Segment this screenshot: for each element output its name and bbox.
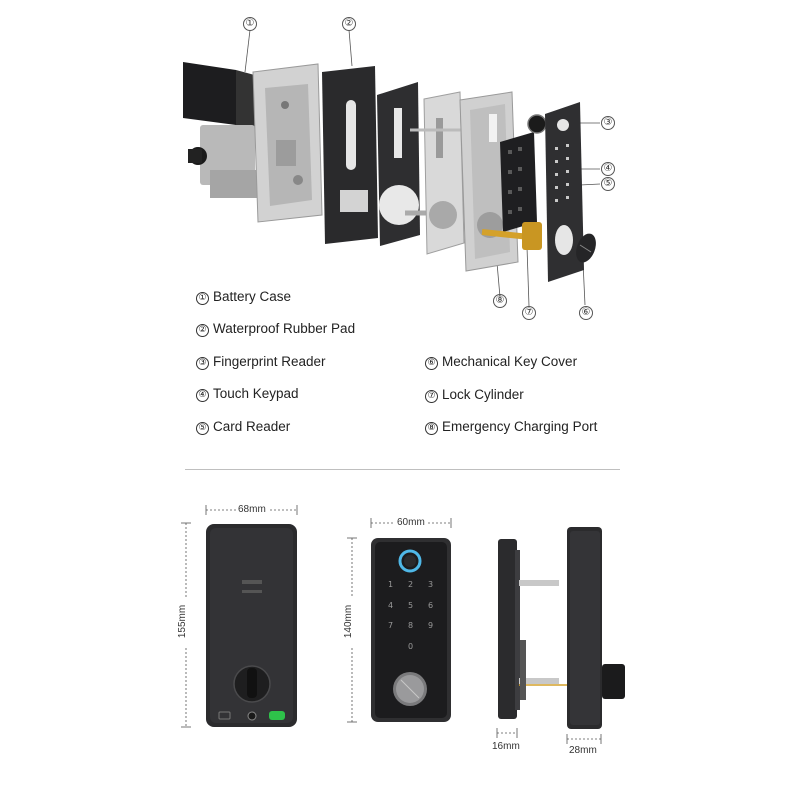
metal-plate-part bbox=[410, 91, 465, 255]
key-7[interactable]: 7 bbox=[388, 621, 394, 630]
dimension-side-front-depth: 16mm bbox=[492, 741, 520, 752]
mounting-plate-part bbox=[377, 82, 440, 246]
callout-4: ④ bbox=[601, 162, 615, 176]
key-1[interactable]: 1 bbox=[388, 580, 394, 589]
key-9[interactable]: 9 bbox=[428, 621, 434, 630]
callout-5: ⑤ bbox=[601, 177, 615, 191]
key-4[interactable]: 4 bbox=[388, 601, 394, 610]
side-view-lock bbox=[498, 527, 625, 729]
callout-8: ⑧ bbox=[493, 294, 507, 308]
battery-case-part bbox=[183, 62, 258, 198]
callout-3: ③ bbox=[601, 116, 615, 130]
dimension-front-width: 60mm bbox=[397, 517, 425, 528]
front-frame-part bbox=[459, 91, 519, 272]
key-8[interactable]: 8 bbox=[408, 621, 414, 630]
front-view-lock bbox=[371, 538, 451, 722]
key-6[interactable]: 6 bbox=[428, 601, 434, 610]
front-panel-part bbox=[545, 102, 584, 282]
circuit-board-part bbox=[500, 114, 547, 232]
dimension-back-width: 68mm bbox=[238, 504, 266, 515]
exploded-view-illustration bbox=[183, 29, 601, 307]
rubber-pad-part bbox=[322, 66, 378, 244]
key-2[interactable]: 2 bbox=[408, 580, 414, 589]
callout-1: ① bbox=[243, 17, 257, 31]
lock-cylinder-part bbox=[481, 222, 542, 250]
dimension-front-height: 140mm bbox=[343, 604, 355, 639]
key-5[interactable]: 5 bbox=[408, 601, 414, 610]
key-0[interactable]: 0 bbox=[408, 642, 414, 651]
callout-6: ⑥ bbox=[579, 306, 593, 320]
dimension-drawings bbox=[181, 505, 625, 744]
key-3[interactable]: 3 bbox=[428, 580, 434, 589]
dimension-back-height: 155mm bbox=[177, 604, 189, 639]
keypad-grid: 1 2 3 4 5 6 7 8 9 0 bbox=[380, 580, 442, 651]
callout-2: ② bbox=[342, 17, 356, 31]
key-cover-part bbox=[576, 233, 596, 263]
section-divider bbox=[185, 469, 620, 470]
back-housing-part bbox=[252, 63, 323, 223]
callout-7: ⑦ bbox=[522, 306, 536, 320]
back-view-lock bbox=[206, 524, 297, 727]
dimension-side-back-depth: 28mm bbox=[569, 745, 597, 756]
